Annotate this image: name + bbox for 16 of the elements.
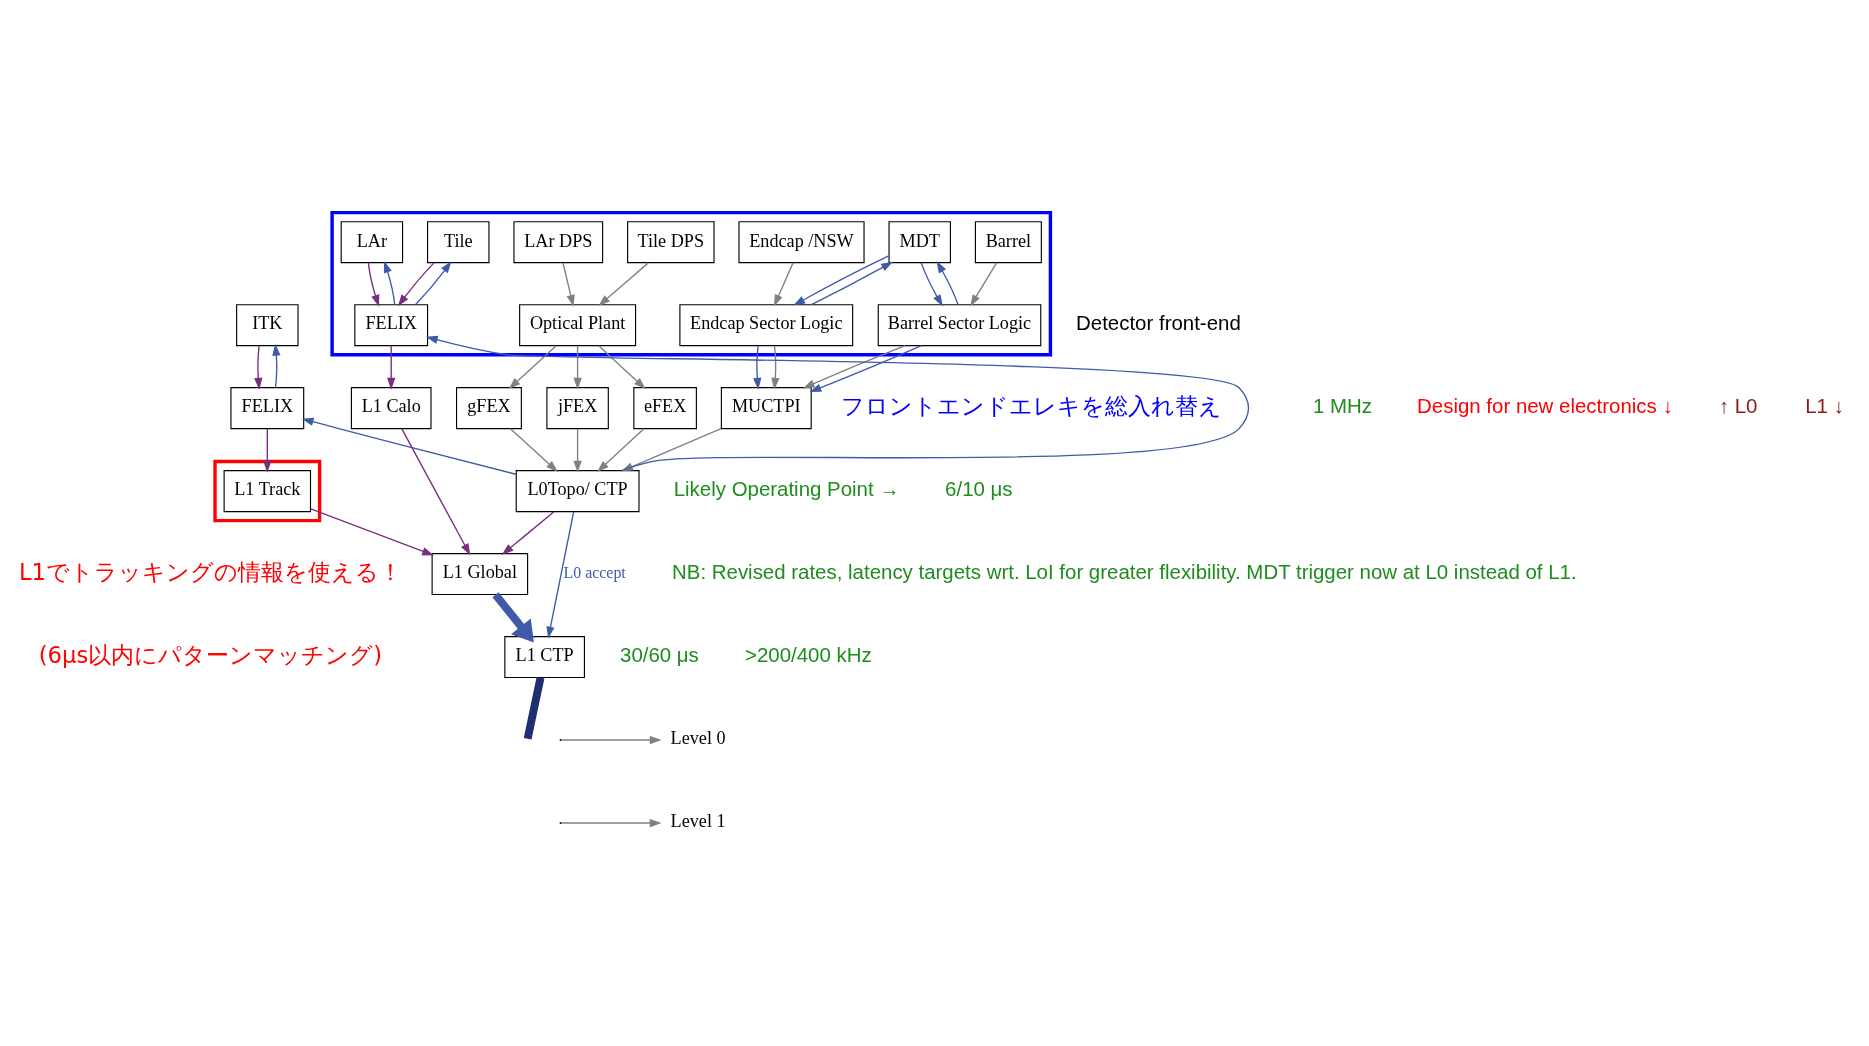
edge-label: L0 accept	[563, 563, 626, 581]
label: >200/400 kHz	[744, 642, 872, 666]
label: ↑ L0	[1718, 393, 1758, 417]
label: L1 ↓	[1805, 393, 1844, 417]
node-label: (6μs以内にパターンマッチング)	[38, 641, 383, 668]
node-label: L1でトラッキングの情報を使える！	[18, 558, 403, 585]
node-label: フロントエンドエレキを総入れ替え	[840, 392, 1222, 419]
legend-label: Level 1	[670, 810, 726, 831]
label: Detector front-end	[1076, 310, 1241, 334]
label: Design for new electronics ↓	[1417, 393, 1673, 417]
legend-label: Level 0	[670, 727, 726, 748]
label: NB: Revised rates, latency targets wrt. LoI for greater flexibility. MDT trigger now at L0 instead of L1.	[672, 559, 1577, 583]
label: 1 MHz	[1313, 393, 1373, 417]
label: 6/10 μs	[945, 476, 1013, 500]
label: Likely Operating Point →	[673, 476, 900, 500]
label: 30/60 μs	[620, 642, 699, 666]
